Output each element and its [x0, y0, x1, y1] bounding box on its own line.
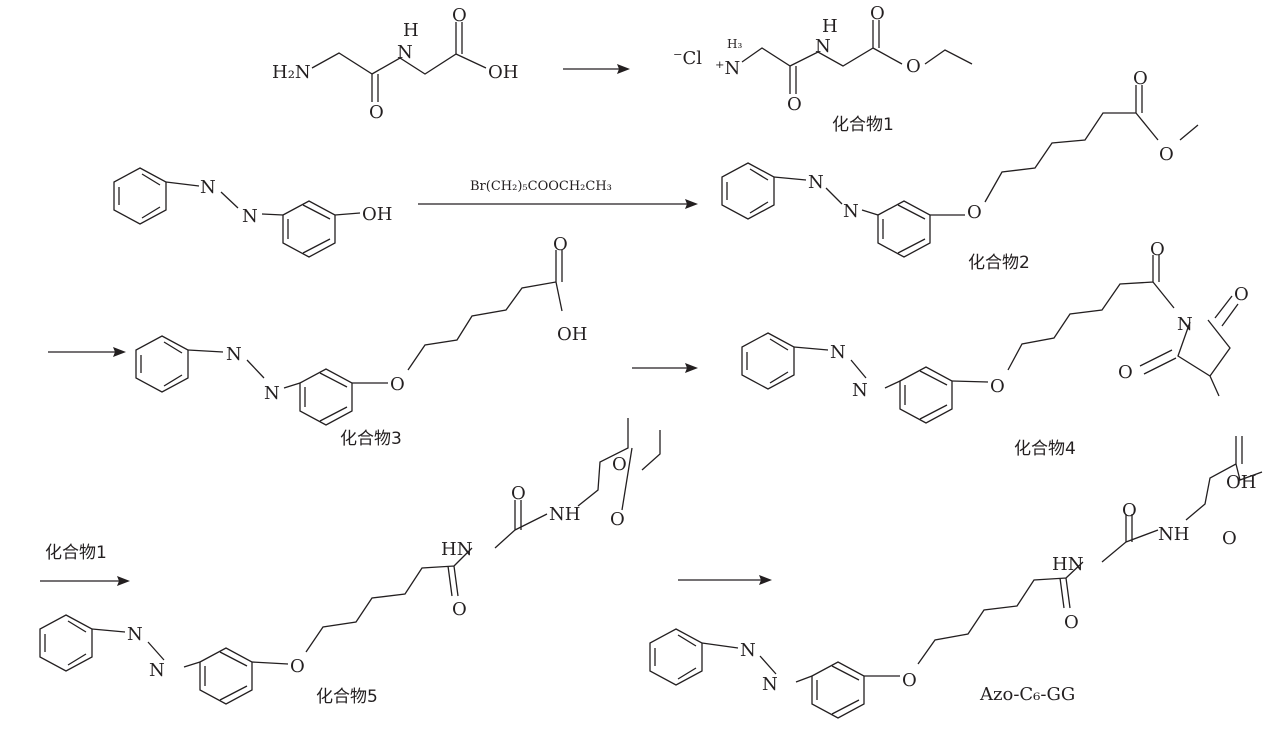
- compound-3-caption: 化合物3: [340, 429, 402, 449]
- c1-amide-oxygen-label: O: [787, 94, 802, 115]
- reaction-arrow-1: [563, 64, 630, 74]
- c3-azo-n2-label: N: [264, 383, 280, 404]
- final-hn-label: HN: [1052, 554, 1083, 575]
- final-amide-oxygen-2-label: O: [1122, 500, 1137, 521]
- c1-ester-oxygen-label: O: [906, 56, 921, 77]
- compound-5-structure: N N O HN O O NH O O: [39, 418, 661, 705]
- compound-2-caption: 化合物2: [968, 253, 1030, 273]
- ammonium-n-label: ⁺N: [715, 58, 740, 79]
- c3-acid-oxygen-label: O: [553, 234, 568, 255]
- c5-ether-oxygen-label: O: [290, 656, 305, 677]
- c5-azo-n1-label: N: [127, 624, 143, 645]
- nh-n-label: N: [397, 42, 413, 63]
- c3-azo-n1-label: N: [226, 344, 242, 365]
- c5-amide-oxygen-1-label: O: [452, 599, 467, 620]
- acid-oxygen-label: O: [452, 5, 467, 26]
- reaction-arrow-3: [48, 347, 126, 357]
- glycylglycine-structure: H₂N H N O O OH: [272, 5, 518, 123]
- reaction-arrow-4: [632, 363, 698, 373]
- reaction-arrow-6: [678, 575, 772, 585]
- c4-ether-oxygen-label: O: [990, 376, 1005, 397]
- acid-oh-label: OH: [488, 62, 518, 83]
- final-product-caption: Azo-C₆-GG: [979, 684, 1075, 705]
- c3-ether-oxygen-label: O: [390, 374, 405, 395]
- c5-nh-label: NH: [549, 504, 580, 525]
- compound-1-structure: ⁻Cl ⁺N H₃ H N O O O: [673, 3, 973, 115]
- chloride-label: ⁻Cl: [673, 48, 702, 69]
- reagent-5-label: 化合物1: [45, 543, 107, 563]
- final-amide-oxygen-1-label: O: [1064, 612, 1079, 633]
- final-product-structure: N N O HN O O NH O OH: [649, 436, 1263, 719]
- compound-3-structure: N N O O OH: [135, 234, 587, 426]
- final-azo-n2-label: N: [762, 674, 778, 695]
- amine-label: H₂N: [272, 62, 311, 83]
- hydroxyazobenzene-structure: N N OH: [113, 167, 392, 258]
- c4-succinimide-o-bottom-label: O: [1118, 362, 1133, 383]
- c5-ester-carbonyl-label: O: [610, 509, 625, 530]
- final-ether-oxygen-label: O: [902, 670, 917, 691]
- final-acid-oh-label: OH: [1226, 472, 1256, 493]
- compound-2-structure: N N O O O: [721, 68, 1199, 258]
- c5-ester-oxygen-label: O: [612, 454, 627, 475]
- azo-n1-label: N: [200, 177, 216, 198]
- c2-carbonyl-oxygen-label: O: [1133, 68, 1148, 89]
- phenol-oh-label: OH: [362, 204, 392, 225]
- c2-ester-oxygen-label: O: [1159, 144, 1174, 165]
- c2-azo-n2-label: N: [843, 201, 859, 222]
- c1-nh-h-label: H: [822, 16, 838, 37]
- nh-h-label: H: [403, 20, 419, 41]
- c1-ester-carbonyl-label: O: [870, 3, 885, 24]
- reagent-2-label: Br(CH₂)₅COOCH₂CH₃: [470, 179, 612, 194]
- c4-azo-n1-label: N: [830, 342, 846, 363]
- reaction-arrow-5: 化合物1: [40, 543, 130, 586]
- c5-amide-oxygen-2-label: O: [511, 483, 526, 504]
- c2-azo-n1-label: N: [808, 172, 824, 193]
- reaction-arrow-2: Br(CH₂)₅COOCH₂CH₃: [418, 179, 698, 209]
- c5-hn-label: HN: [441, 539, 472, 560]
- amide-oxygen-label: O: [369, 102, 384, 123]
- c4-azo-n2-label: N: [852, 380, 868, 401]
- compound-4-caption: 化合物4: [1014, 439, 1076, 459]
- c3-acid-oh-label: OH: [557, 324, 587, 345]
- c4-succinimide-o-top-label: O: [1234, 284, 1249, 305]
- final-nh-label: NH: [1158, 524, 1189, 545]
- final-acid-oxygen-label: O: [1222, 528, 1237, 549]
- c4-imide-carbonyl-label: O: [1150, 239, 1165, 260]
- c2-ether-oxygen-label: O: [967, 202, 982, 223]
- compound-4-structure: N N O O N O O: [741, 239, 1249, 424]
- ammonium-h3-label: H₃: [727, 37, 742, 51]
- c5-azo-n2-label: N: [149, 660, 165, 681]
- final-azo-n1-label: N: [740, 640, 756, 661]
- compound-1-caption: 化合物1: [832, 115, 894, 135]
- azo-n2-label: N: [242, 206, 258, 227]
- c1-nh-n-label: N: [815, 36, 831, 57]
- compound-5-caption: 化合物5: [316, 687, 378, 707]
- c4-succinimide-n-label: N: [1177, 314, 1193, 335]
